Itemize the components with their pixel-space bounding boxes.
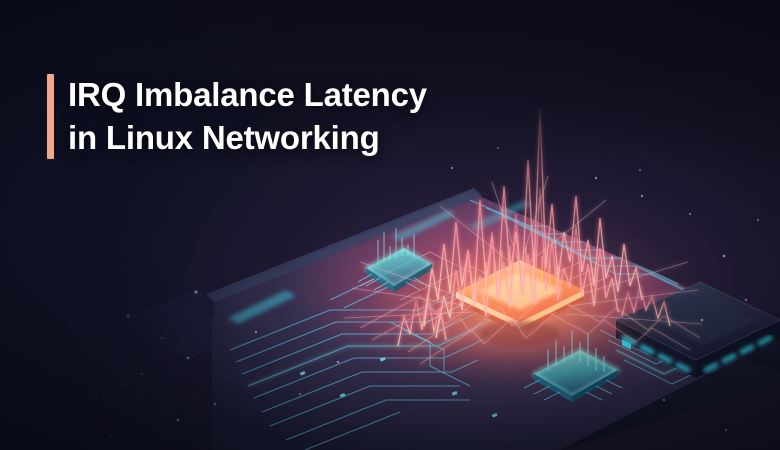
page-title-line-2: in Linux Networking [68, 118, 380, 156]
page-title: IRQ Imbalance Latency in Linux Networkin… [68, 74, 427, 159]
hero-text-block: IRQ Imbalance Latency in Linux Networkin… [47, 74, 427, 160]
page-title-line-1: IRQ Imbalance Latency [68, 76, 427, 113]
accent-bar [47, 74, 54, 160]
